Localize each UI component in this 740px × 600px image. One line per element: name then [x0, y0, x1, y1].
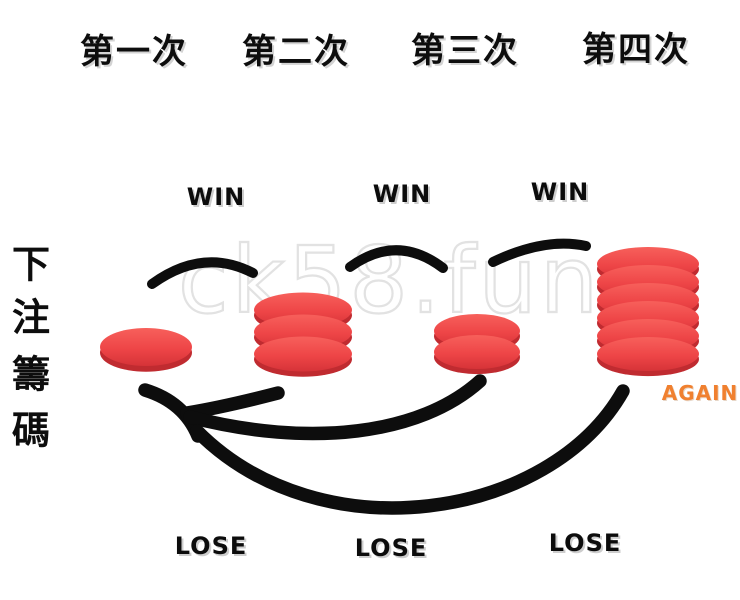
column-header-2: 第二次 — [242, 33, 350, 71]
lose-arrow-from-second — [180, 386, 285, 420]
again-label: AGAIN — [661, 381, 739, 405]
chips-layer — [100, 247, 699, 377]
win-arc-2 — [345, 245, 448, 273]
win-label-1: WIN — [186, 183, 246, 211]
win-arc-1 — [147, 257, 258, 289]
chip — [254, 336, 352, 372]
lose-arrow-from-fourth — [190, 384, 630, 515]
win-label-2: WIN — [372, 180, 432, 208]
chip — [434, 335, 520, 369]
chip — [100, 328, 192, 366]
column-header-1: 第一次 — [80, 33, 188, 71]
side-label-char-1: 下 — [11, 244, 51, 287]
lose-arrow-from-third — [183, 374, 487, 441]
chip — [597, 337, 699, 371]
lose-label-3: LOSE — [548, 529, 622, 557]
win-arc-3 — [488, 238, 591, 267]
column-header-3: 第三次 — [411, 32, 519, 70]
column-header-4: 第四次 — [582, 31, 690, 69]
win-label-3: WIN — [530, 178, 590, 206]
side-label-char-2: 注 — [11, 297, 51, 340]
side-label-char-3: 籌 — [11, 354, 51, 397]
lose-label-2: LOSE — [354, 534, 428, 562]
lose-label-1: LOSE — [174, 532, 248, 560]
win-arcs — [147, 238, 591, 289]
lose-arrows — [138, 374, 630, 515]
side-label-char-4: 碼 — [11, 410, 51, 453]
